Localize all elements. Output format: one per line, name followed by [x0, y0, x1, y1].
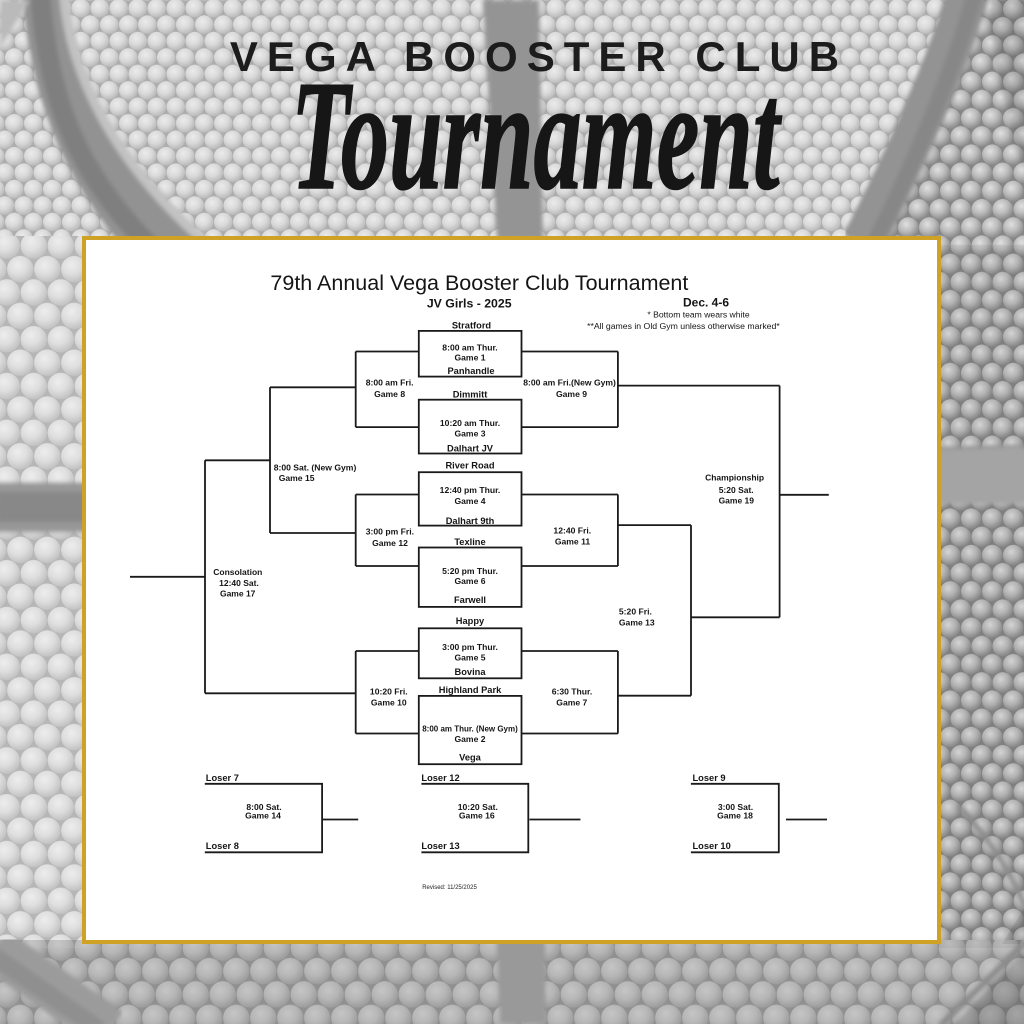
svg-text:10:20 am Thur.: 10:20 am Thur.	[440, 418, 500, 428]
svg-text:Game 12: Game 12	[372, 538, 408, 548]
svg-text:3:00 pm Fri.: 3:00 pm Fri.	[366, 527, 414, 537]
svg-text:Dimmitt: Dimmitt	[453, 390, 488, 400]
svg-text:Game 14: Game 14	[245, 811, 281, 821]
svg-text:Revised: 11/25/2025: Revised: 11/25/2025	[422, 885, 477, 891]
svg-text:8:00 Sat.: 8:00 Sat.	[246, 802, 281, 812]
svg-text:Dalhart 9th: Dalhart 9th	[446, 516, 495, 526]
svg-text:Game 5: Game 5	[454, 653, 485, 663]
svg-text:Championship: Championship	[705, 473, 764, 483]
svg-text:8:00 am Thur. (New Gym): 8:00 am Thur. (New Gym)	[422, 724, 518, 733]
svg-text:Game 9: Game 9	[556, 389, 587, 399]
svg-text:Game 19: Game 19	[719, 496, 755, 506]
svg-text:5:20 Fri.: 5:20 Fri.	[619, 607, 652, 617]
svg-text:Game 4: Game 4	[454, 496, 485, 506]
svg-text:5:20 Sat.: 5:20 Sat.	[719, 485, 754, 495]
svg-text:Dec. 4-6: Dec. 4-6	[683, 296, 729, 310]
svg-text:Dalhart JV: Dalhart JV	[447, 444, 494, 454]
svg-text:8:00 am Thur.: 8:00 am Thur.	[442, 343, 497, 353]
svg-text:Panhandle: Panhandle	[447, 366, 494, 376]
svg-text:Game 1: Game 1	[454, 352, 485, 362]
svg-text:Game 17: Game 17	[220, 589, 256, 599]
svg-text:10:20 Fri.: 10:20 Fri.	[370, 686, 408, 696]
svg-text:Game 6: Game 6	[454, 576, 485, 586]
svg-text:Game 3: Game 3	[454, 429, 485, 439]
svg-text:Vega: Vega	[459, 752, 482, 762]
svg-text:Consolation: Consolation	[213, 567, 262, 577]
svg-text:Game 11: Game 11	[555, 536, 591, 546]
svg-text:12:40 Sat.: 12:40 Sat.	[219, 578, 259, 588]
svg-text:Game 2: Game 2	[454, 734, 485, 744]
svg-text:* Bottom team wears white: * Bottom team wears white	[647, 310, 749, 320]
svg-text:8:00 am Fri.: 8:00 am Fri.	[366, 377, 414, 387]
svg-text:Highland Park: Highland Park	[439, 685, 502, 695]
svg-text:6:30 Thur.: 6:30 Thur.	[552, 686, 593, 696]
svg-text:Loser 8: Loser 8	[206, 841, 239, 851]
svg-text:12:40 pm Thur.: 12:40 pm Thur.	[440, 485, 501, 495]
svg-text:Farwell: Farwell	[454, 595, 486, 605]
svg-text:River Road: River Road	[445, 461, 494, 471]
svg-text:12:40 Fri.: 12:40 Fri.	[553, 525, 591, 535]
svg-text:Game 8: Game 8	[374, 389, 405, 399]
svg-text:Game 18: Game 18	[717, 811, 753, 821]
svg-text:10:20 Sat.: 10:20 Sat.	[458, 802, 498, 812]
svg-text:5:20 pm Thur.: 5:20 pm Thur.	[442, 566, 498, 576]
svg-text:Loser 12: Loser 12	[421, 773, 459, 783]
svg-text:Loser 9: Loser 9	[693, 773, 726, 783]
svg-text:Game 7: Game 7	[556, 697, 587, 707]
svg-text:Texline: Texline	[454, 537, 485, 547]
svg-text:Bovina: Bovina	[455, 667, 487, 677]
svg-text:JV Girls - 2025: JV Girls - 2025	[427, 297, 512, 311]
svg-text:Happy: Happy	[456, 616, 485, 626]
svg-text:Loser 7: Loser 7	[206, 773, 239, 783]
svg-text:8:00 Sat. (New Gym): 8:00 Sat. (New Gym)	[274, 463, 357, 473]
svg-text:Loser 10: Loser 10	[693, 841, 731, 851]
svg-text:Loser 13: Loser 13	[421, 841, 459, 851]
svg-text:Game 10: Game 10	[371, 697, 407, 707]
svg-text:Game 15: Game 15	[279, 473, 315, 483]
svg-text:Game 16: Game 16	[459, 811, 495, 821]
svg-text:Game 13: Game 13	[619, 618, 655, 628]
svg-text:**All games in Old Gym unless: **All games in Old Gym unless otherwise …	[587, 321, 780, 331]
svg-text:3:00 Sat.: 3:00 Sat.	[718, 802, 753, 812]
svg-text:8:00 am Fri.(New Gym): 8:00 am Fri.(New Gym)	[523, 378, 616, 388]
svg-text:79th Annual Vega Booster Club: 79th Annual Vega Booster Club Tournament	[270, 271, 688, 295]
svg-text:3:00 pm Thur.: 3:00 pm Thur.	[442, 642, 498, 652]
svg-text:Stratford: Stratford	[452, 321, 492, 331]
